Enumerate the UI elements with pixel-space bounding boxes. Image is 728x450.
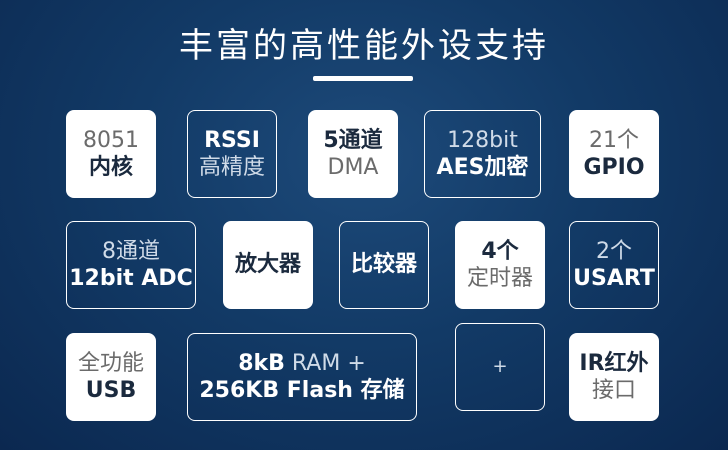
card-rssi-line2: 高精度 bbox=[198, 155, 265, 180]
card-rssi: RSSI 高精度 bbox=[187, 110, 277, 198]
title-underline bbox=[313, 76, 413, 81]
card-memory-ram-label: RAM + bbox=[284, 350, 366, 376]
card-8051-line2: 内核 bbox=[88, 155, 133, 180]
card-amplifier: 放大器 bbox=[223, 221, 313, 309]
card-memory-ram-size: 8kB bbox=[238, 350, 285, 376]
card-usb-line1: 全功能 bbox=[77, 350, 144, 376]
card-comparator-label: 比较器 bbox=[350, 252, 417, 278]
card-timer-line1: 4个 bbox=[481, 238, 519, 264]
card-plus: + bbox=[455, 323, 545, 411]
card-adc-line2: 12bit ADC bbox=[69, 266, 193, 291]
card-adc: 8通道 12bit ADC bbox=[66, 221, 196, 309]
card-aes-line2: AES加密 bbox=[436, 155, 529, 180]
card-amplifier-label: 放大器 bbox=[234, 252, 301, 278]
card-gpio-line1: 21个 bbox=[589, 127, 639, 153]
card-usb-line2: USB bbox=[85, 378, 137, 403]
card-memory: 8kB RAM + 256KB Flash 存储 bbox=[187, 333, 417, 421]
card-usart: 2个 USART bbox=[569, 221, 659, 309]
card-comparator: 比较器 bbox=[339, 221, 429, 309]
card-gpio: 21个 GPIO bbox=[569, 110, 659, 198]
card-usart-line1: 2个 bbox=[596, 238, 632, 264]
card-dma-line2: DMA bbox=[327, 155, 379, 180]
card-timer-line2: 定时器 bbox=[466, 266, 533, 291]
card-memory-line2: 256KB Flash 存储 bbox=[199, 378, 405, 403]
card-rssi-line1: RSSI bbox=[204, 127, 260, 153]
card-8051-core: 8051 内核 bbox=[66, 110, 156, 198]
card-usart-line2: USART bbox=[573, 266, 655, 291]
card-gpio-line2: GPIO bbox=[583, 155, 645, 180]
card-timer: 4个 定时器 bbox=[455, 221, 545, 309]
card-aes: 128bit AES加密 bbox=[424, 110, 541, 198]
card-8051-line1: 8051 bbox=[83, 127, 139, 153]
card-ir-line1: IR红外 bbox=[579, 350, 649, 376]
page-title: 丰富的高性能外设支持 bbox=[179, 26, 549, 66]
card-memory-line1: 8kB RAM + bbox=[238, 350, 366, 378]
card-adc-line1: 8通道 bbox=[102, 238, 160, 264]
card-plus-label: + bbox=[492, 355, 508, 377]
card-dma: 5通道 DMA bbox=[308, 110, 398, 198]
card-dma-line1: 5通道 bbox=[323, 127, 383, 153]
card-ir: IR红外 接口 bbox=[569, 333, 659, 421]
card-aes-line1: 128bit bbox=[447, 127, 518, 153]
card-ir-line2: 接口 bbox=[591, 378, 636, 403]
card-usb: 全功能 USB bbox=[66, 333, 156, 421]
